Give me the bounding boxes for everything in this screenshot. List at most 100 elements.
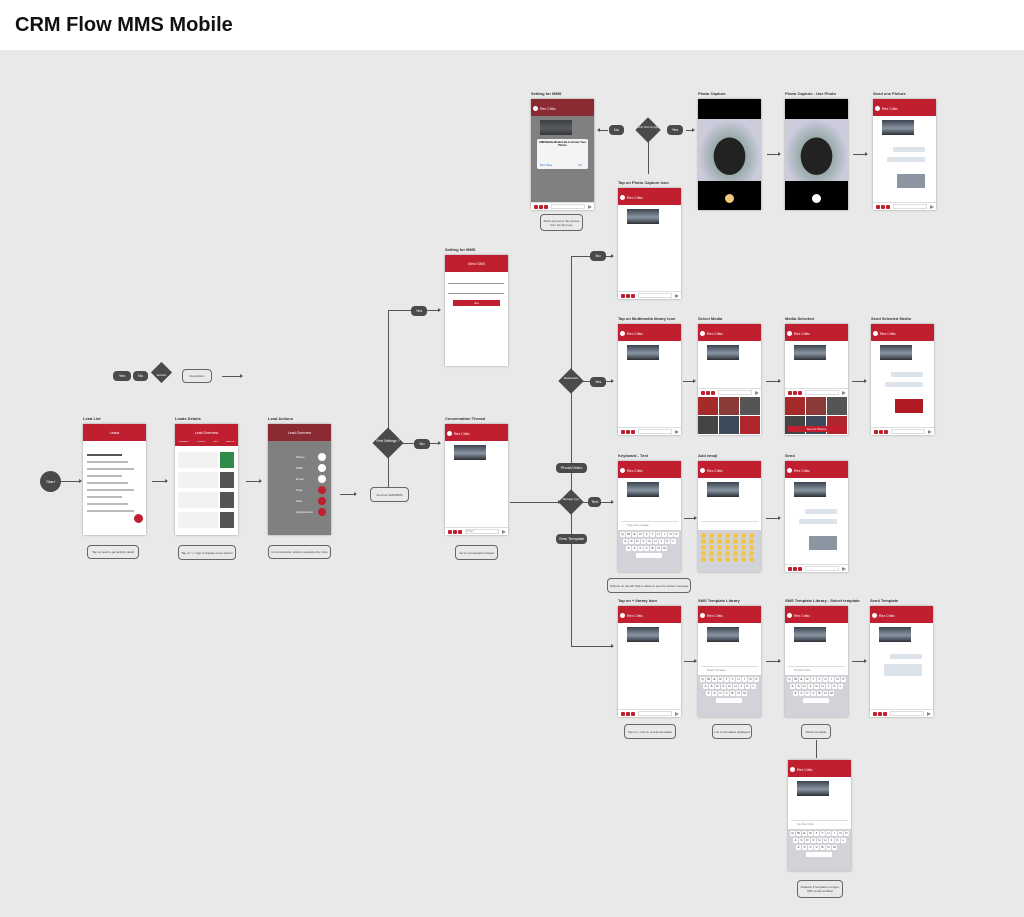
emoji[interactable] (725, 533, 730, 538)
emoji[interactable] (701, 539, 706, 544)
key-b[interactable]: B (817, 691, 822, 696)
emoji[interactable] (733, 551, 738, 556)
key-n[interactable]: N (823, 691, 828, 696)
key-h[interactable]: H (733, 684, 738, 689)
message-input[interactable]: Type your message (621, 521, 678, 528)
gallery-icon[interactable] (711, 391, 715, 395)
add-icon[interactable] (876, 205, 880, 209)
camera-icon[interactable] (881, 205, 885, 209)
message-input[interactable] (891, 429, 925, 434)
gallery-thumb[interactable] (785, 397, 805, 415)
key-c[interactable]: C (808, 845, 813, 850)
gallery-thumb[interactable] (740, 416, 760, 434)
set-button[interactable]: Set (453, 300, 500, 306)
shutter-button[interactable] (812, 194, 821, 203)
message-input[interactable] (805, 566, 839, 571)
gallery-icon[interactable] (884, 430, 888, 434)
key-d[interactable]: D (635, 539, 640, 544)
message-input[interactable] (701, 521, 758, 528)
action-email-button[interactable] (318, 475, 326, 483)
key-y[interactable]: Y (730, 677, 735, 682)
key-q[interactable]: Q (700, 677, 705, 682)
key-c[interactable]: C (638, 546, 643, 551)
key-o[interactable]: O (835, 677, 840, 682)
key-l[interactable]: L (841, 838, 846, 843)
key-u[interactable]: U (823, 677, 828, 682)
key-i[interactable]: I (832, 831, 837, 836)
key-i[interactable]: I (662, 532, 667, 537)
send-icon[interactable] (842, 391, 846, 395)
key-p[interactable]: P (754, 677, 759, 682)
key-x[interactable]: X (802, 845, 807, 850)
key-h[interactable]: H (820, 684, 825, 689)
action-phone-button[interactable] (318, 453, 326, 461)
key-z[interactable]: Z (793, 691, 798, 696)
action-task-button[interactable] (318, 497, 326, 505)
send-icon[interactable] (675, 712, 679, 716)
key-g[interactable]: G (647, 539, 652, 544)
gallery-thumb[interactable] (719, 397, 739, 415)
send-icon[interactable] (588, 205, 592, 209)
add-icon[interactable] (874, 430, 878, 434)
key-g[interactable]: G (727, 684, 732, 689)
add-icon[interactable] (873, 712, 877, 716)
key-m[interactable]: M (662, 546, 667, 551)
emoji[interactable] (701, 545, 706, 550)
emoji[interactable] (709, 557, 714, 562)
emoji[interactable] (725, 557, 730, 562)
key-e[interactable]: E (712, 677, 717, 682)
emoji[interactable] (709, 545, 714, 550)
key-y[interactable]: Y (650, 532, 655, 537)
send-icon[interactable] (755, 391, 759, 395)
key-o[interactable]: O (838, 831, 843, 836)
key-f[interactable]: F (641, 539, 646, 544)
gallery-thumb[interactable] (740, 397, 760, 415)
key-h[interactable]: H (653, 539, 658, 544)
key-j[interactable]: J (659, 539, 664, 544)
key-y[interactable]: Y (817, 677, 822, 682)
key-b[interactable]: B (730, 691, 735, 696)
add-icon[interactable] (621, 430, 625, 434)
key-u[interactable]: U (736, 677, 741, 682)
key-r[interactable]: R (808, 831, 813, 836)
add-icon[interactable] (621, 712, 625, 716)
emoji[interactable] (749, 533, 754, 538)
key-a[interactable]: A (793, 838, 798, 843)
key-h[interactable]: H (823, 838, 828, 843)
action-note-button[interactable] (318, 486, 326, 494)
add-icon[interactable] (534, 205, 538, 209)
key-u[interactable]: U (826, 831, 831, 836)
gallery-thumb[interactable] (698, 416, 718, 434)
message-input[interactable]: Hi Rex, (465, 529, 499, 534)
key-i[interactable]: I (742, 677, 747, 682)
key-n[interactable]: N (736, 691, 741, 696)
shutter-button[interactable] (725, 194, 734, 203)
key-q[interactable]: Q (790, 831, 795, 836)
key-x[interactable]: X (799, 691, 804, 696)
key-r[interactable]: R (805, 677, 810, 682)
emoji[interactable] (717, 533, 722, 538)
key-b[interactable]: B (650, 546, 655, 551)
key-z[interactable]: Z (796, 845, 801, 850)
key-w[interactable]: W (626, 532, 631, 537)
emoji[interactable] (741, 551, 746, 556)
message-input[interactable] (551, 204, 585, 209)
key-q[interactable]: Q (787, 677, 792, 682)
emoji[interactable] (741, 539, 746, 544)
dont-allow-button[interactable]: Don't Allow (540, 164, 553, 167)
emoji[interactable] (709, 551, 714, 556)
gallery-icon[interactable] (883, 712, 887, 716)
key-j[interactable]: J (829, 838, 834, 843)
key-e[interactable]: E (802, 831, 807, 836)
key-i[interactable]: I (829, 677, 834, 682)
key-l[interactable]: L (671, 539, 676, 544)
key-a[interactable]: A (703, 684, 708, 689)
emoji[interactable] (733, 539, 738, 544)
message-input[interactable] (638, 429, 672, 434)
key-q[interactable]: Q (620, 532, 625, 537)
key-c[interactable]: C (805, 691, 810, 696)
message-input[interactable]: Hey Rex Critto, (791, 820, 848, 827)
key-b[interactable]: B (820, 845, 825, 850)
camera-icon[interactable] (793, 567, 797, 571)
add-icon[interactable] (788, 391, 792, 395)
